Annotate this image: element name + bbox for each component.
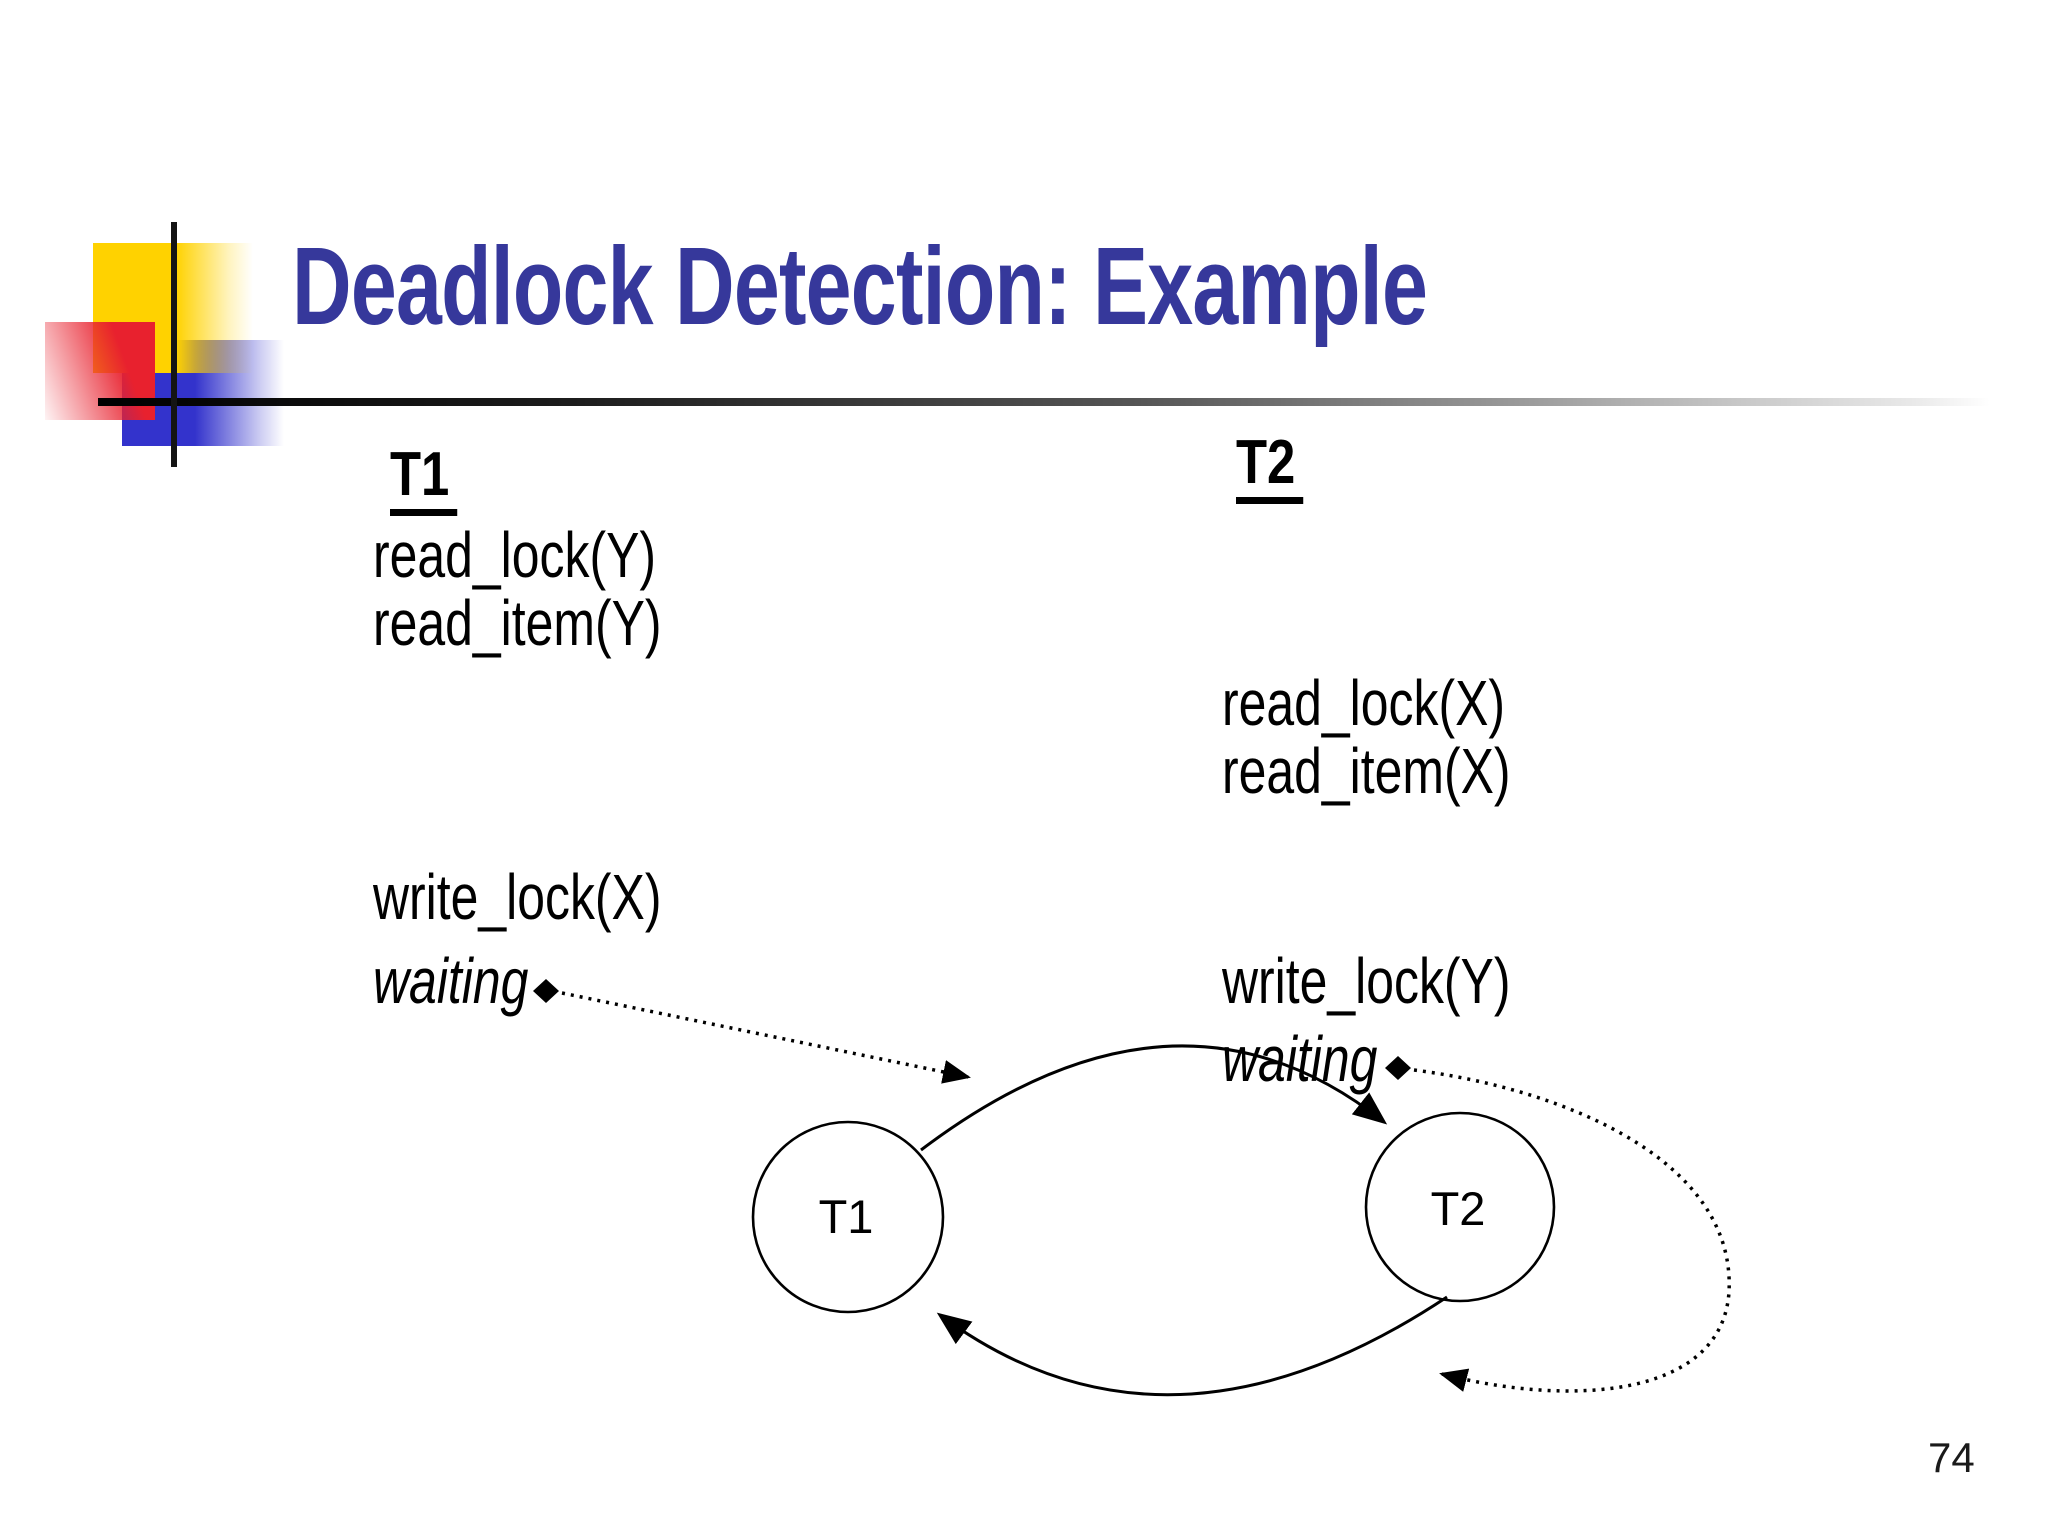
t2-row-read-item: read_item(X)	[1222, 735, 1511, 807]
t2-row-read-lock: read_lock(X)	[1222, 667, 1505, 739]
t2-header: T2	[1236, 430, 1318, 505]
page-number: 74	[1928, 1434, 1975, 1481]
t2-waiting-diamond	[1385, 1056, 1411, 1080]
t2-row-waiting: waiting	[1222, 1023, 1378, 1095]
graph-node-t2	[1364, 1111, 1556, 1303]
t1-row-waiting: waiting	[373, 945, 529, 1017]
t1-waiting-pointer	[561, 991, 971, 1084]
t2-row-write-lock: write_lock(Y)	[1222, 945, 1511, 1017]
edge-t2-to-t1	[936, 1295, 1448, 1397]
t1-waiting-diamond	[533, 979, 559, 1003]
t1-row-read-lock: read_lock(Y)	[373, 519, 656, 591]
t1-header: T1	[390, 442, 472, 517]
page-title-text: Deadlock Detection: Example	[292, 225, 1428, 348]
graph-node-t1-label: T1	[819, 1190, 874, 1243]
t1-row-write-lock: write_lock(X)	[373, 861, 662, 933]
edge-t1-to-t2	[920, 1044, 1388, 1152]
title-divider	[98, 398, 1990, 406]
graph-node-t2-label: T2	[1431, 1182, 1486, 1235]
decor-vertical-line	[171, 222, 177, 467]
t1-row-read-item: read_item(Y)	[373, 587, 662, 659]
graph-node-t1	[751, 1120, 945, 1314]
page-title: Deadlock Detection: Example	[292, 232, 1805, 342]
